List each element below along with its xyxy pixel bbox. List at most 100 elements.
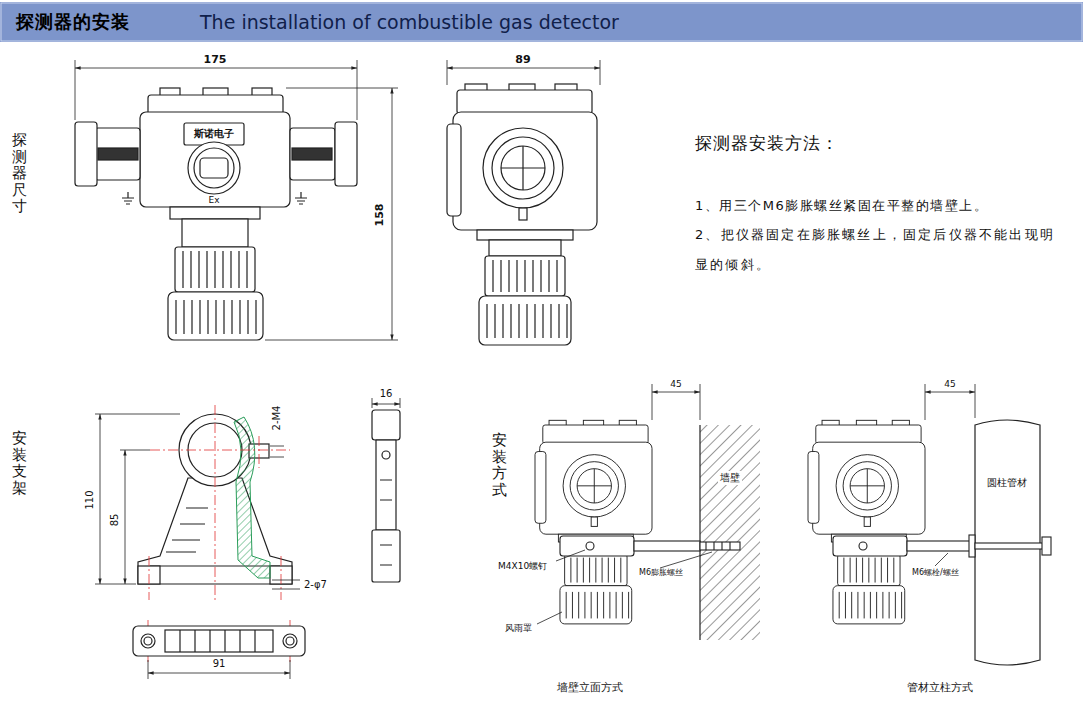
dimension: 2-φ7 [304, 579, 327, 591]
drawing-part [265, 88, 398, 340]
dimension: 110 [84, 490, 96, 509]
detector-side-view [447, 84, 597, 345]
drawing-part [133, 626, 305, 656]
dimension: 85 [109, 514, 121, 527]
drawing-part [392, 88, 393, 340]
drawing-part [140, 112, 290, 207]
drawing-part [335, 122, 357, 186]
dimension: 45 [944, 379, 955, 390]
drawing-part [556, 550, 585, 561]
drawing-part [148, 673, 290, 674]
drawing-part [372, 398, 400, 408]
drawing-part [700, 542, 740, 550]
caption: 管材立柱方式 [907, 681, 973, 694]
dimension: 158 [373, 204, 386, 227]
drawing-part [270, 446, 284, 457]
drawing-part [859, 542, 867, 550]
bracket-bottom-view [133, 626, 305, 656]
drawing-part [188, 142, 240, 194]
part-label: 圆柱管材 [987, 477, 1027, 489]
drawing-part [98, 148, 138, 160]
drawing-part [149, 405, 290, 600]
leader-lines [537, 384, 712, 624]
drawing-part [180, 630, 255, 652]
dimension: 91 [213, 658, 226, 670]
dimension: 2-M4 [271, 406, 283, 431]
drawing-part [907, 541, 973, 551]
drawing-part [100, 414, 101, 584]
dimension: 175 [204, 53, 227, 66]
section-label: 探测器尺寸 [12, 132, 27, 215]
center-lines [140, 405, 396, 662]
section-hatch [234, 417, 270, 578]
drawing-part [95, 414, 180, 584]
brand-plate: 斯诺电子 [194, 128, 234, 140]
header-subtitle: The installation of combustible gas dete… [200, 11, 619, 34]
header-band [0, 2, 1083, 42]
wall [700, 425, 760, 640]
pipe-bracket [833, 535, 1051, 557]
drawing-part [183, 251, 247, 288]
drawing-part [706, 542, 730, 550]
drawing-part [272, 580, 300, 589]
drawing-part [925, 384, 975, 420]
drawing-part [95, 128, 140, 180]
wall-face [699, 425, 700, 640]
part-label: M6螺栓/螺丝 [912, 568, 959, 578]
bracket-side-view [372, 410, 400, 582]
dimension: 45 [670, 379, 681, 390]
drawing-part [935, 553, 948, 566]
drawing-part [447, 68, 600, 69]
drawing-part [660, 552, 712, 568]
drawing-part [75, 60, 357, 120]
dimension: 89 [515, 53, 530, 66]
instruction-step: 1、用三个M6膨胀螺丝紧固在平整的墙壁上。 [695, 198, 988, 214]
drawing-part [376, 440, 396, 530]
detector-front-view [75, 88, 357, 340]
part-label: 风雨罩 [505, 623, 532, 634]
part-label: M4X10螺钉 [498, 561, 547, 572]
drawing-part [833, 536, 907, 556]
drawing-part [283, 634, 297, 648]
drawing-part [634, 541, 700, 551]
drawing-part [200, 158, 228, 178]
part-label: 墙壁 [718, 471, 742, 485]
header-rim [1, 3, 1082, 41]
pipe-leaders [925, 384, 975, 566]
drawing-part [176, 300, 256, 334]
ex-mark: Ex [208, 195, 219, 206]
drawing-part [372, 404, 400, 405]
drawing-part [1042, 537, 1051, 555]
drawing-part [141, 634, 155, 648]
drawing-part [652, 384, 700, 420]
drawing-part [125, 450, 126, 584]
drawing-part [586, 542, 594, 550]
part-label: M6膨胀螺丝 [639, 568, 683, 578]
drawing-part [380, 480, 392, 565]
instruction-step: 2、把仪器固定在膨胀螺丝上，固定后仪器不能出现明显的倾斜。 [695, 220, 1057, 280]
drawing-part [170, 207, 260, 219]
drawing-part [537, 612, 562, 624]
dimension: 16 [380, 388, 393, 400]
drawing-part [372, 530, 400, 582]
drawing-part [194, 148, 234, 188]
bracket-dimensions [95, 398, 400, 679]
detector-wall [535, 420, 652, 624]
drawing-part [975, 543, 1043, 549]
drawing-part [925, 392, 975, 393]
drawing-part [382, 451, 390, 459]
drawing-part [165, 630, 273, 652]
drawing-part [175, 247, 255, 292]
drawing-part [290, 128, 335, 180]
drawing-part [560, 536, 634, 556]
drawing-part [144, 637, 152, 645]
drawing-part [372, 410, 400, 440]
caption: 墙壁立面方式 [557, 681, 623, 694]
section-label: 安装方式 [492, 432, 507, 498]
detector-pipe [808, 420, 925, 624]
wall-bracket [560, 536, 740, 556]
drawing-part [182, 219, 248, 247]
drawing-part [75, 122, 97, 186]
